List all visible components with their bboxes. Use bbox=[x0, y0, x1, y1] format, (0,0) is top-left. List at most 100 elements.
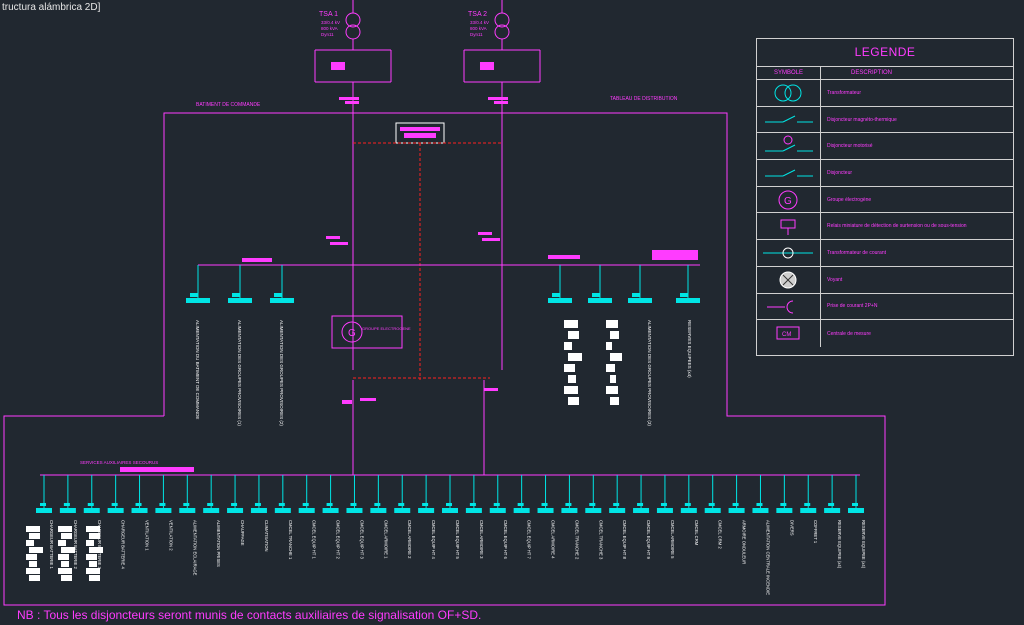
feeder-label: CMCEL EQUIP HT 6 bbox=[503, 520, 508, 559]
feeder-glyph bbox=[86, 554, 97, 560]
feeder-glyph bbox=[568, 375, 576, 383]
legend-row: Disjoncteur motorisé bbox=[757, 133, 1013, 161]
feeder-label: CHARGEUR BATTERIE 1 bbox=[49, 520, 54, 569]
cell-block bbox=[480, 62, 494, 70]
feeder-block bbox=[159, 503, 166, 506]
feeder-block bbox=[274, 293, 282, 297]
feeder-block bbox=[828, 503, 835, 506]
feeder-block bbox=[83, 508, 100, 513]
feeder-block bbox=[398, 503, 405, 506]
feeder-block bbox=[493, 503, 500, 506]
feeder-block bbox=[135, 503, 142, 506]
bus-block bbox=[652, 250, 698, 260]
feeder-block bbox=[465, 508, 482, 513]
feeder-block bbox=[446, 503, 452, 506]
feeder-glyph bbox=[606, 342, 612, 350]
feeder-block bbox=[231, 503, 238, 506]
feeder-block bbox=[609, 508, 626, 513]
feeder-glyph bbox=[29, 547, 43, 553]
feeder-label: CMCEL EQUIP HT 2 bbox=[336, 520, 341, 559]
feeder-glyph bbox=[61, 561, 69, 567]
feeder-block bbox=[513, 508, 530, 513]
cell-block bbox=[488, 97, 508, 100]
legend-col-symbol: SYMBOLE bbox=[757, 67, 821, 79]
feeder-label: ALIMENTATION CENTRALE INCENDIE bbox=[765, 520, 770, 595]
transformer-spec: 800 kVA bbox=[321, 26, 338, 31]
legend-row: Disjoncteur magnéto-thermique bbox=[757, 106, 1013, 134]
lamp-icon bbox=[757, 266, 821, 293]
feeder-label: CMCEL ARMOIRE 5 bbox=[670, 520, 675, 559]
zone-label-command: BATIMENT DE COMMANDE bbox=[196, 102, 261, 108]
feeder-block bbox=[656, 508, 673, 513]
feeder-block bbox=[541, 503, 548, 506]
feeder-block bbox=[63, 503, 70, 506]
aux-bus-label: SERVICES AUXILIAIRES SECOURUS bbox=[80, 460, 158, 465]
legend-description: Voyant bbox=[827, 276, 843, 283]
feeder-glyph bbox=[610, 397, 619, 405]
feeder-label: ALIMENTATION DES GROUPES PROVISOIRES (2) bbox=[279, 320, 284, 426]
legend-description: Disjoncteur motorisé bbox=[827, 143, 873, 150]
feeder-label: CMCEL EQUIP HT 8 bbox=[622, 520, 627, 559]
cell-block bbox=[339, 97, 359, 100]
feeder-block bbox=[183, 503, 190, 506]
window-title: tructura alámbrica 2D] bbox=[2, 2, 101, 13]
feeder-glyph bbox=[89, 575, 100, 581]
feeder-block bbox=[131, 508, 148, 513]
feeder-label: RESERVE EQUIPEE (x4) bbox=[861, 520, 866, 569]
coupler-block bbox=[484, 388, 498, 391]
transformer-spec: Dyn11 bbox=[470, 32, 483, 37]
feeder-glyph bbox=[568, 397, 579, 405]
feeder-glyph bbox=[26, 554, 37, 560]
coupling-block bbox=[404, 133, 436, 138]
current-transformer-icon bbox=[757, 240, 821, 266]
transformer-spec: Dyn11 bbox=[321, 32, 334, 37]
feeder-glyph bbox=[29, 561, 37, 567]
feeder-glyph bbox=[61, 575, 72, 581]
motorized-breaker-icon bbox=[757, 133, 821, 160]
transformer-label: TSA 2 bbox=[468, 11, 487, 18]
breaker-icon bbox=[757, 160, 821, 186]
legend-row: Relais miniature de détection de surtens… bbox=[757, 213, 1013, 241]
feeder-glyph bbox=[564, 342, 572, 350]
feeder-block bbox=[704, 508, 721, 513]
feeder-block bbox=[708, 503, 715, 506]
cell-block bbox=[345, 101, 359, 104]
feeder-block bbox=[676, 298, 700, 303]
feeder-block bbox=[179, 508, 196, 513]
feeder-block bbox=[374, 503, 381, 506]
feeder-block bbox=[633, 508, 650, 513]
feeder-label: COFFRET 1 bbox=[813, 520, 818, 544]
feeder-label: CLIMATISATION bbox=[264, 520, 269, 552]
feeder-glyph bbox=[568, 353, 582, 361]
transformer-label: TSA 1 bbox=[319, 11, 338, 18]
legend-col-description: DESCRIPTION bbox=[851, 70, 893, 76]
legend-row: Prise de courant 2P+N bbox=[757, 293, 1013, 321]
magnetothermal-breaker-icon bbox=[757, 106, 821, 133]
feeder-glyph bbox=[58, 554, 69, 560]
cell-block bbox=[494, 101, 508, 104]
feeder-block bbox=[660, 503, 667, 506]
feeder-block bbox=[632, 293, 640, 297]
feeder-block bbox=[637, 503, 644, 506]
feeder-glyph bbox=[610, 375, 616, 383]
aux-bus-block bbox=[120, 467, 194, 472]
feeder-label: CMCEL ARMOIRE 4 bbox=[551, 520, 556, 559]
bus-block bbox=[548, 255, 580, 259]
feeder-glyph bbox=[606, 364, 615, 372]
feeder-glyph bbox=[29, 533, 40, 539]
feeder-block bbox=[326, 503, 333, 506]
feeder-label: CMCEL EQUIP HT 1 bbox=[312, 520, 317, 559]
legend-description: Groupe électrogène bbox=[827, 196, 872, 203]
feeder-label: CMCEL CRM bbox=[694, 520, 699, 546]
generator-symbol: G bbox=[348, 328, 356, 339]
feeder-block bbox=[756, 503, 763, 506]
transformer-icon bbox=[757, 80, 821, 106]
feeder-glyph bbox=[86, 568, 100, 574]
feeder-glyph bbox=[58, 540, 66, 546]
feeder-glyph bbox=[89, 533, 100, 539]
feeder-block bbox=[227, 508, 244, 513]
feeder-block bbox=[613, 503, 620, 506]
feeder-block bbox=[203, 508, 220, 513]
feeder-block bbox=[848, 508, 864, 513]
